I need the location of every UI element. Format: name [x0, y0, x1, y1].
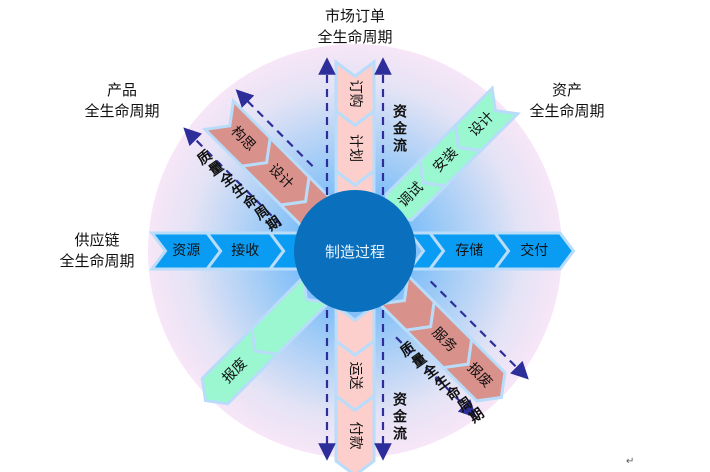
arm-segment [200, 325, 281, 406]
market-line2: 全生命周期 [317, 28, 393, 46]
market-lifecycle-label: 市场订单 全生命周期 [317, 6, 392, 48]
quality-arrow-service-inner [395, 336, 477, 418]
supply-lifecycle-label: 供应链 全生命周期 [59, 230, 134, 272]
manufacturing-core [294, 190, 416, 312]
quality-arrow-product-outer [183, 127, 283, 227]
arm-segment-label: 订购 [347, 80, 363, 108]
arm-segment-label: 运送 [347, 362, 363, 390]
arm-segment [492, 231, 576, 271]
quality-arrow-service-outer [429, 280, 529, 380]
arm-segment [440, 336, 507, 403]
asset-line2: 全生命周期 [529, 102, 605, 120]
arm-segment-label: 存储 [455, 243, 483, 259]
arm-segment [201, 97, 272, 168]
supply-line2: 全生命周期 [59, 252, 135, 270]
funds-flow-label-bottom: 资金流 [391, 392, 407, 443]
market-line1: 市场订单 [324, 7, 386, 25]
arm-segment-label: 付款 [347, 422, 363, 450]
product-line2: 全生命周期 [84, 102, 160, 120]
quality-arrow-product-inner [235, 89, 314, 167]
asset-lifecycle-label: 资产 全生命周期 [529, 80, 604, 122]
arm-segment-label: 接收 [231, 242, 259, 259]
arm-segment [334, 59, 376, 128]
arm-segment [149, 231, 223, 271]
arm-asset-out: 报废 [200, 273, 333, 406]
arm-supply-out: 存储 交付 [407, 231, 576, 271]
product-line1: 产品 [106, 81, 138, 99]
asset-line1: 资产 [551, 81, 583, 99]
funds-flow-label-top: 资金流 [391, 104, 407, 155]
arm-segment-label: 交付 [520, 242, 548, 259]
arm-segment-label: 资源 [172, 243, 200, 259]
supply-line1: 供应链 [74, 231, 120, 249]
arm-segment-label: 计划 [347, 134, 363, 162]
arm-supply-in: 接收 资源 [149, 231, 316, 271]
arm-segment [453, 85, 521, 153]
paragraph-mark: ↵ [626, 456, 635, 467]
core-label: 制造过程 [325, 243, 385, 261]
product-lifecycle-label: 产品 全生命周期 [84, 80, 159, 122]
arm-segment [334, 393, 376, 472]
